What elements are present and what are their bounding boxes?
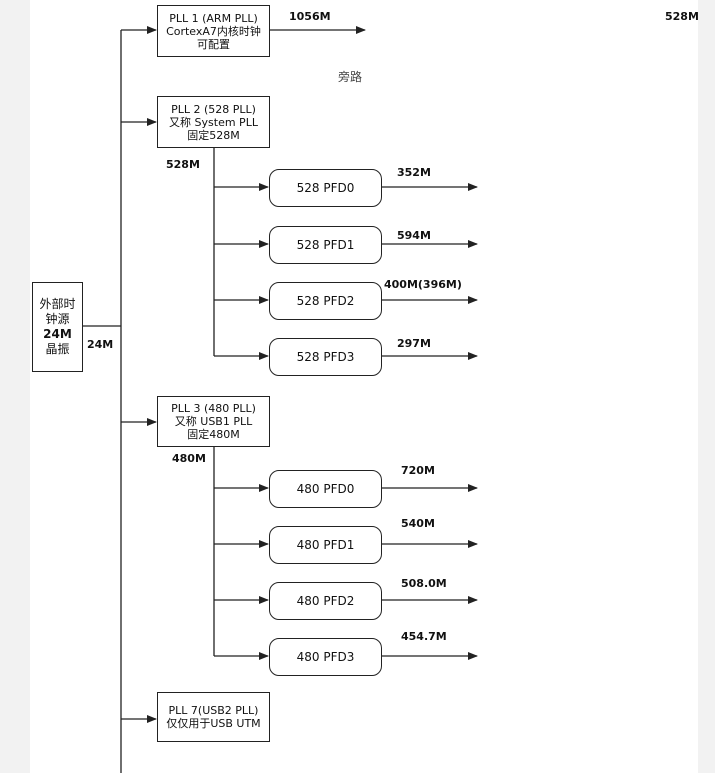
pfd528-2-label: 528 PFD2 — [296, 293, 355, 308]
pfd528-3-freq: 297M — [397, 337, 431, 350]
pll2-title: PLL 2 (528 PLL) — [171, 102, 256, 116]
pll2-box: PLL 2 (528 PLL) 又称 System PLL 固定528M — [157, 96, 270, 148]
pll7-box: PLL 7(USB2 PLL) 仅仅用于USB UTM — [157, 692, 270, 742]
pfd480-0-freq: 720M — [401, 464, 435, 477]
pfd480-1-box: 480 PFD1 — [269, 526, 382, 564]
pfd528-2-box: 528 PFD2 — [269, 282, 382, 320]
pfd528-0-freq: 352M — [397, 166, 431, 179]
source-line-4: 晶振 — [45, 342, 70, 356]
pfd480-0-label: 480 PFD0 — [296, 481, 355, 496]
pll1-title: PLL 1 (ARM PLL) — [169, 11, 258, 25]
pfd528-1-label: 528 PFD1 — [296, 237, 355, 252]
pll2-desc: 又称 System PLL — [169, 115, 258, 129]
pfd480-2-freq: 508.0M — [401, 577, 447, 590]
source-line-1: 外部时 — [39, 297, 76, 311]
pll3-desc: 又称 USB1 PLL — [174, 415, 253, 428]
pfd480-0-box: 480 PFD0 — [269, 470, 382, 508]
pll3-note: 固定480M — [187, 428, 240, 441]
pfd480-3-box: 480 PFD3 — [269, 638, 382, 676]
pll7-title: PLL 7(USB2 PLL) — [168, 704, 259, 717]
pfd528-3-box: 528 PFD3 — [269, 338, 382, 376]
pll7-desc: 仅仅用于USB UTM — [166, 717, 261, 730]
source-output-label: 24M — [87, 338, 114, 351]
pll1-output-label: 1056M — [289, 10, 331, 23]
source-line-3: 24M — [43, 327, 72, 341]
pll1-box: PLL 1 (ARM PLL) CortexA7内核时钟 可配置 — [157, 5, 270, 57]
pll1-desc: CortexA7内核时钟 — [166, 24, 261, 38]
clock-source-box: 外部时 钟源 24M 晶振 — [32, 282, 83, 372]
pll2-output-label: 528M — [166, 158, 200, 171]
pfd528-1-freq: 594M — [397, 229, 431, 242]
pfd528-0-label: 528 PFD0 — [296, 180, 355, 195]
pll3-output-label: 480M — [172, 452, 206, 465]
bypass-label: 旁路 — [338, 70, 363, 84]
pfd480-3-label: 480 PFD3 — [296, 649, 355, 664]
pfd480-1-freq: 540M — [401, 517, 435, 530]
pfd480-3-freq: 454.7M — [401, 630, 447, 643]
pfd480-2-box: 480 PFD2 — [269, 582, 382, 620]
pll3-box: PLL 3 (480 PLL) 又称 USB1 PLL 固定480M — [157, 396, 270, 447]
pfd528-2-freq: 400M(396M) — [384, 278, 462, 291]
pll2-note: 固定528M — [187, 128, 240, 142]
pfd528-3-label: 528 PFD3 — [296, 349, 355, 364]
pll3-title: PLL 3 (480 PLL) — [171, 402, 256, 415]
pfd480-2-label: 480 PFD2 — [296, 593, 355, 608]
top-right-label: 528M — [665, 10, 699, 23]
pfd528-1-box: 528 PFD1 — [269, 226, 382, 264]
source-line-2: 钟源 — [45, 312, 70, 326]
pfd480-1-label: 480 PFD1 — [296, 537, 355, 552]
pfd528-0-box: 528 PFD0 — [269, 169, 382, 207]
pll1-note: 可配置 — [197, 37, 230, 51]
